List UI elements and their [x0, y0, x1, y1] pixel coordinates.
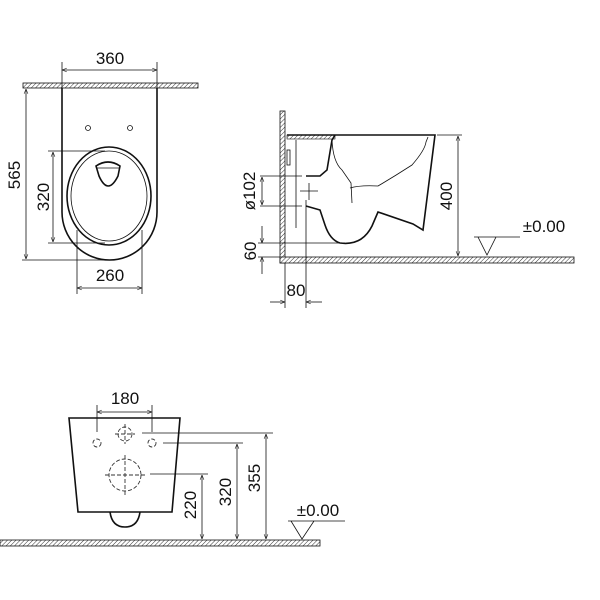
dim-355-label: 355	[245, 464, 264, 492]
dim-260-label: 260	[96, 266, 124, 285]
seat-inner	[70, 150, 148, 242]
side-view: ø102 60 80 400 ±0.00	[240, 110, 575, 308]
dim-320-label: 320	[216, 478, 235, 506]
floor-level-label: ±0.00	[297, 501, 339, 520]
dim-360-label: 360	[96, 49, 124, 68]
top-view: 360 565 320 260	[5, 49, 199, 294]
dim-80-label: 80	[287, 281, 306, 300]
wall-hatch	[279, 110, 286, 264]
dim-320-label: 320	[34, 183, 53, 211]
seat-fixing-hole	[85, 125, 91, 131]
dim-180-label: 180	[111, 389, 139, 408]
dim-60-label: 60	[241, 242, 260, 261]
bowl-front-outline	[68, 417, 181, 513]
dim-220-label: 220	[181, 491, 200, 519]
level-marker-icon	[288, 520, 345, 540]
dim-102-label: ø102	[240, 172, 259, 211]
floor-hatch	[0, 539, 321, 547]
bowl-bottom	[109, 511, 141, 528]
front-view: 180 220 320 355 ±0.00	[0, 389, 345, 547]
dim-565-label: 565	[5, 161, 24, 189]
floor-level-label: ±0.00	[523, 217, 565, 236]
floor-hatch	[279, 256, 575, 264]
wall-hatch	[22, 82, 199, 89]
dim-400-label: 400	[437, 182, 456, 210]
seat-fixing-hole	[127, 125, 133, 131]
level-marker-icon	[474, 236, 520, 256]
flush-outlet	[95, 161, 121, 187]
bowl-outline	[61, 88, 158, 261]
seat-outer	[66, 146, 152, 246]
